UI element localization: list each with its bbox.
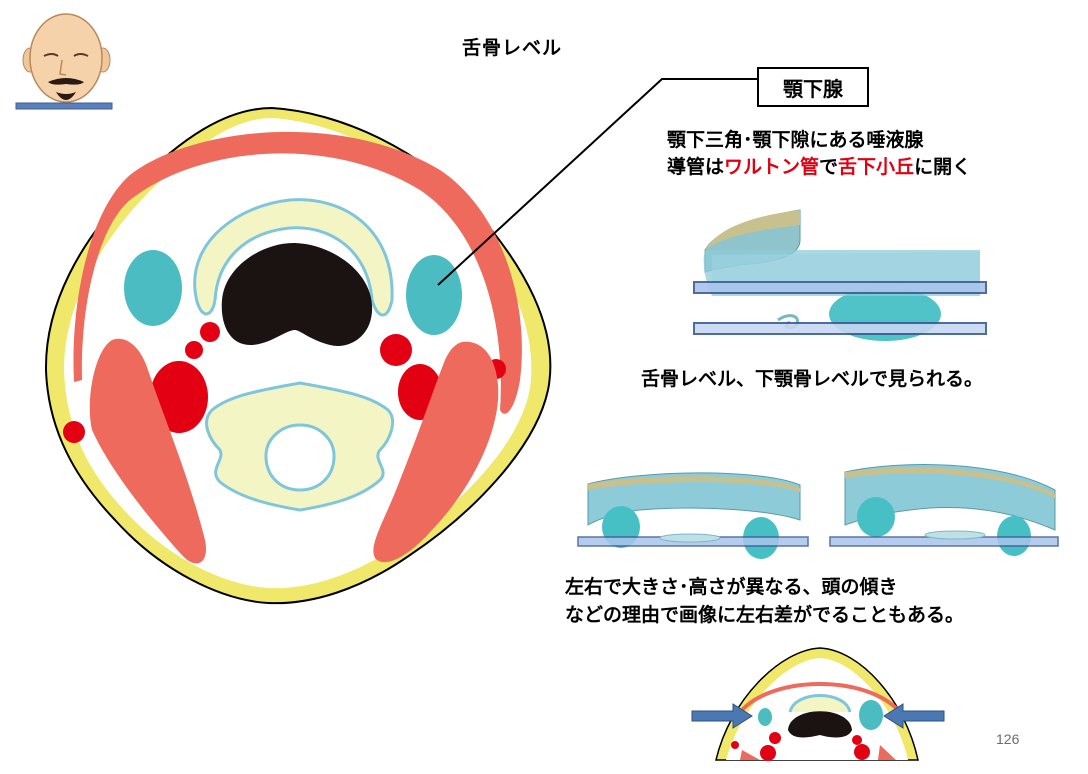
right-submandibular-gland [406,255,462,335]
right-scm-muscle [373,341,499,563]
caption-levels: 舌骨レベル、下顎骨レベルで見られる。 [641,368,984,390]
left-submandibular-gland [124,250,182,326]
airway [221,242,373,346]
face-icon [15,13,113,110]
small-cross-section [715,647,919,761]
wharton-duct-term: ワルトン管 [724,156,820,178]
desc-text: で [819,156,839,178]
desc-text: 導管は [667,156,725,178]
gland-3d-illustration-left [577,472,809,559]
description: 顎下三角･顎下隙にある唾液腺 導管はワルトン管で舌下小丘に開く [667,127,971,181]
gland-label: 顎下腺 [783,76,843,101]
page-number: 126 [996,731,1020,747]
right-arrow-icon [691,703,753,729]
caption-asymmetry-line-1: 左右で大きさ･高さが異なる、頭の傾き [565,576,898,598]
neck-cross-section [44,106,552,605]
level-title: 舌骨レベル [462,37,563,59]
caption-asymmetry-line-2: などの理由で画像に左右差がでることもある。 [565,604,965,626]
description-line-1: 顎下三角･顎下隙にある唾液腺 [667,129,924,151]
leader-line [437,78,757,286]
left-scm-muscle [89,338,206,564]
sublingual-caruncle-term: 舌下小丘 [838,156,915,178]
hyoid-bone [193,198,394,317]
gland-3d-illustration-right [829,464,1059,556]
gland-3d-illustration-top [693,209,987,341]
caption-asymmetry: 左右で大きさ･高さが異なる、頭の傾き などの理由で画像に左右差がでることもある。 [565,573,964,629]
left-arrow-icon [883,703,945,729]
description-line-2: 導管はワルトン管で舌下小丘に開く [667,154,971,181]
desc-text: に開く [914,156,972,178]
gland-label-box: 顎下腺 [757,67,869,107]
